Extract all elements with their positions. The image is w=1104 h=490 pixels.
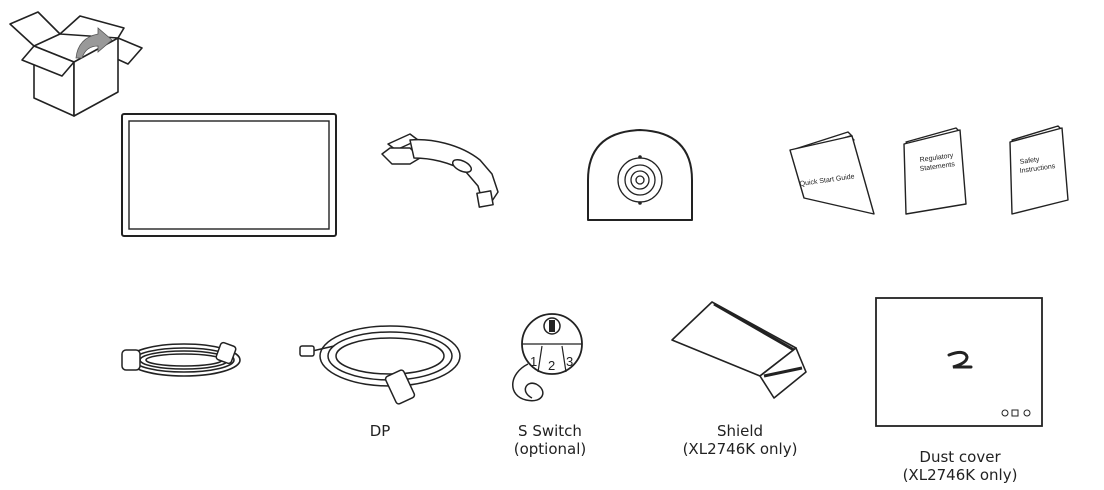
dust-cover-caption-line2: (XL2746K only) [902,466,1018,484]
shield-caption-line2: (XL2746K only) [682,440,798,458]
s-switch-caption: S Switch (optional) [490,422,610,458]
open-box-icon [6,6,146,121]
monitor-image [120,112,340,240]
regulatory-line2: Statements [919,161,956,173]
regulatory-statements-booklet: Regulatory Statements [900,124,970,216]
shield-caption: Shield (XL2746K only) [660,422,820,458]
shield-image [664,292,814,404]
s-switch-label-2: 2 [548,358,555,373]
dust-cover-image [875,297,1045,431]
power-cord-image [118,334,248,384]
dust-cover-caption: Dust cover (XL2746K only) [880,448,1040,484]
safety-line2: Instructions [1019,163,1056,175]
stand-base-image [580,126,700,224]
s-switch-label-3: 3 [566,354,573,369]
stand-arm-image [370,130,510,215]
s-switch-label-1: 1 [530,354,537,369]
quick-start-guide-booklet: Quick Start Guide [786,128,881,218]
safety-instructions-booklet: Safety Instructions [1006,122,1074,216]
regulatory-line1: Regulatory [919,152,954,164]
s-switch-caption-line2: (optional) [513,440,587,458]
s-switch-image: 1 2 3 [508,304,588,414]
safety-line1: Safety [1019,156,1040,166]
dp-cable-image [298,306,468,406]
dust-cover-caption-line1: Dust cover [919,448,1001,466]
shield-caption-line1: Shield [716,422,764,440]
dp-caption: DP [369,422,391,440]
s-switch-caption-line1: S Switch [518,422,582,440]
